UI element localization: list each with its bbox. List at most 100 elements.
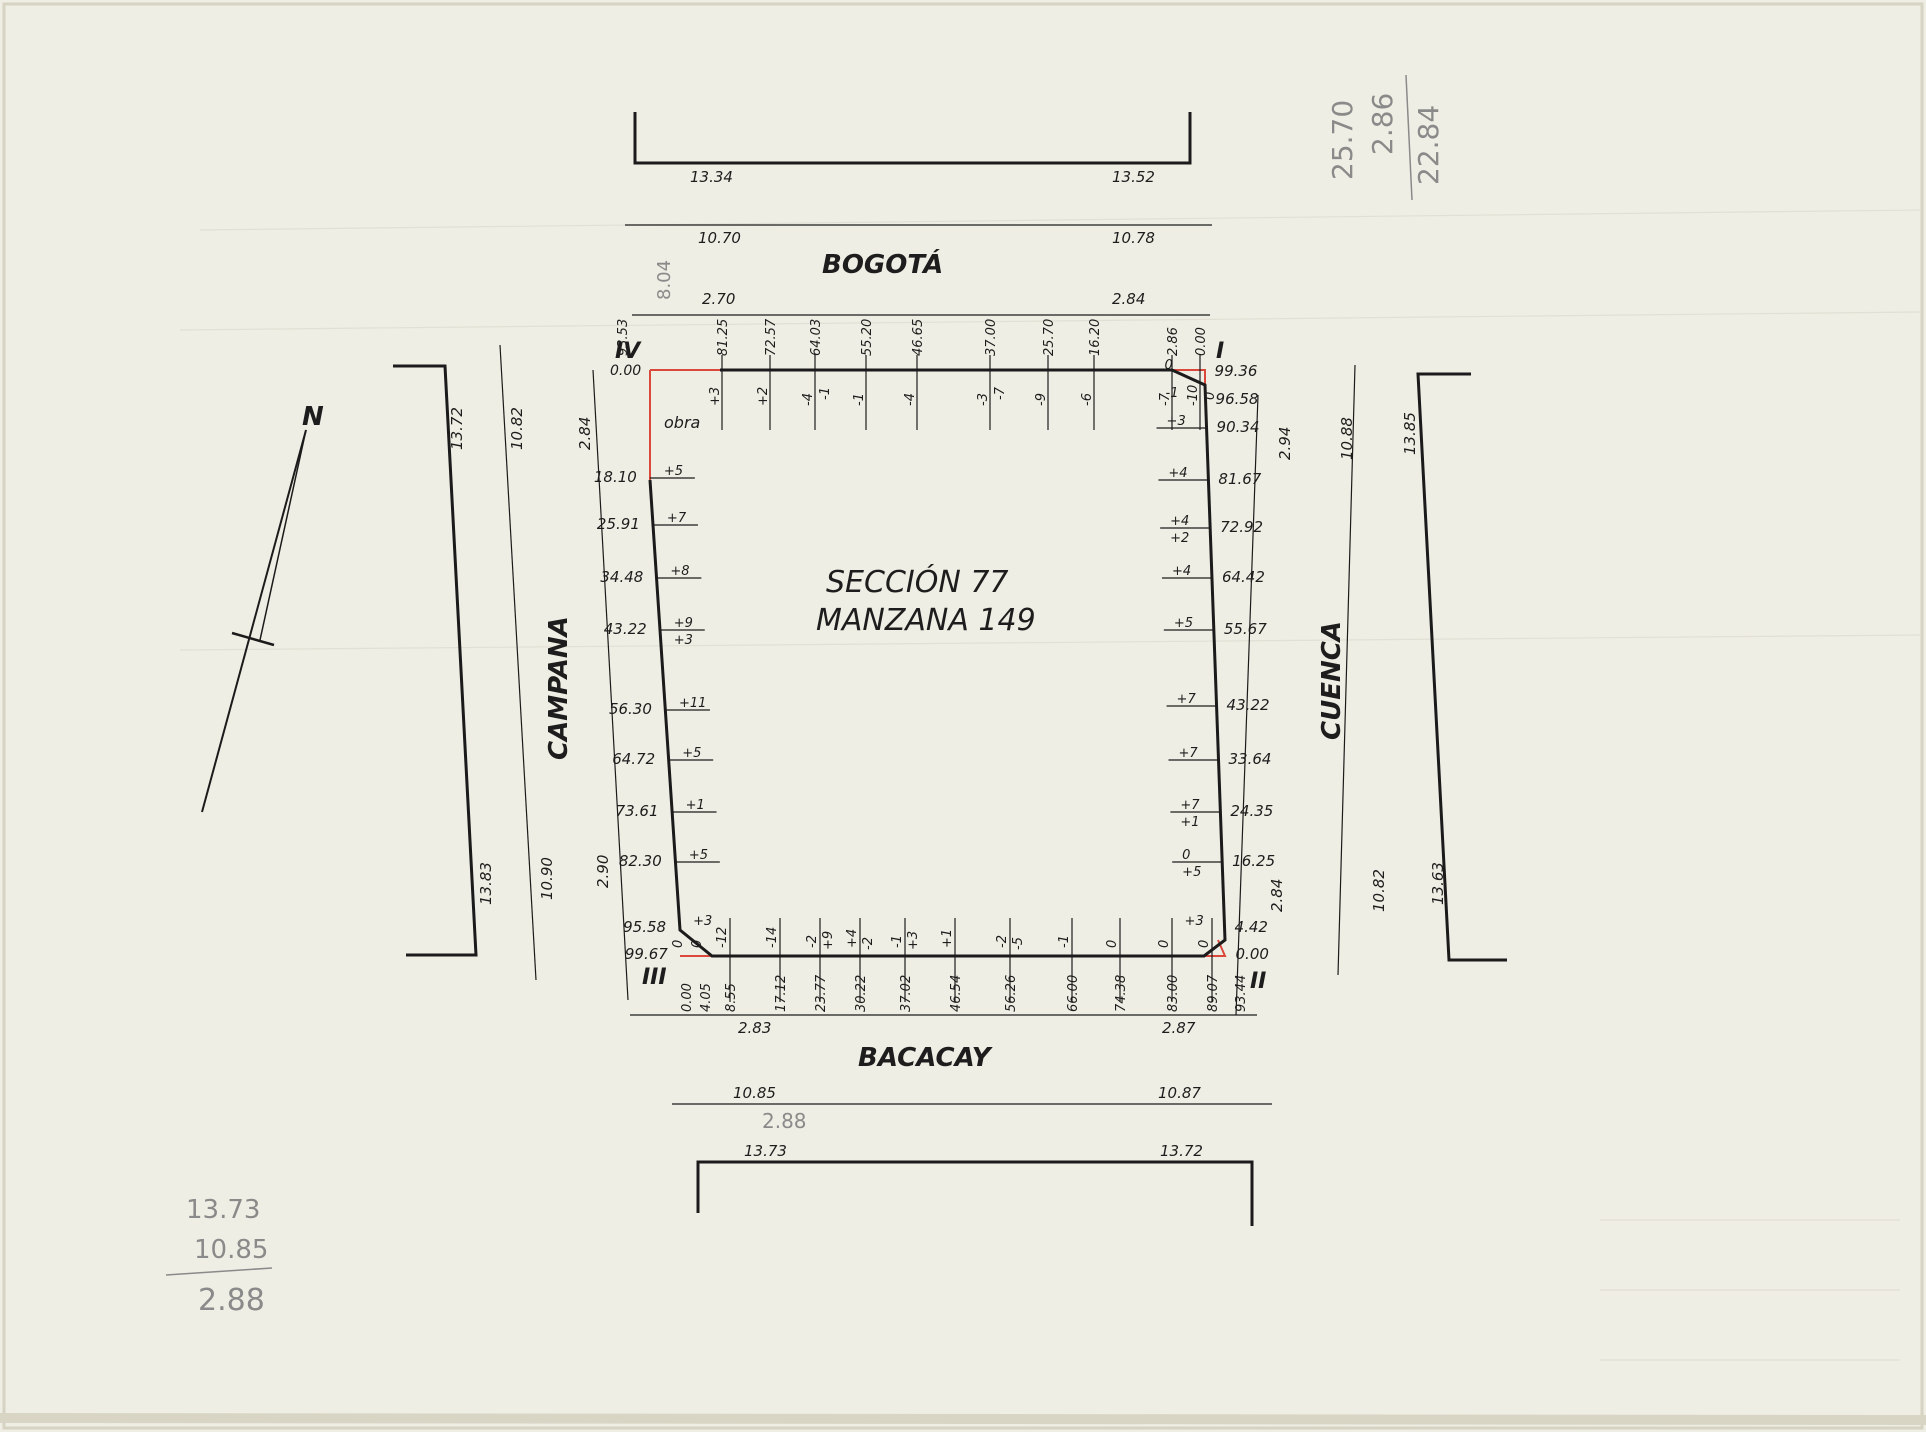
east-street-top: 10.88 [1338,417,1356,460]
north-arrow: N [201,402,324,813]
west-level: +3 [693,914,712,929]
east-walk-line [1235,394,1259,1016]
west-outer-top: 13.72 [448,407,466,450]
south-level-2: -5 [1011,937,1026,950]
east-level: +3 [1185,914,1204,929]
pencil-bl-3: 2.88 [198,1283,265,1318]
east-outer-bottom: 13.63 [1429,862,1447,905]
south-level: -12 [715,927,730,948]
south-distance: 74.38 [1114,975,1129,1012]
north-level: -10 [1186,385,1201,406]
north-outer-right: 13.52 [1112,168,1155,186]
north-level-2: -1 [818,387,833,400]
west-walk-bottom: 2.90 [594,855,612,888]
east-street-bottom: 10.82 [1370,869,1388,912]
south-level: 0 [690,940,705,948]
east-distance: 64.42 [1222,568,1265,586]
north-level: -1 [852,393,867,406]
street-name-bacacay: BACACAY [858,1043,994,1073]
pencil-bottom-left: 13.73 10.85 2.88 [165,1195,273,1318]
west-outer-bottom: 13.83 [477,862,495,905]
west-level: +11 [679,696,706,711]
north-distance: 16.20 [1088,319,1103,356]
east-level: +3 [1167,414,1186,429]
east-level-2: +5 [1182,865,1201,880]
pencil-tr-rule [1405,74,1413,201]
north-level: -3 [976,393,991,406]
south-street-right: 10.87 [1158,1084,1201,1102]
west-level: +5 [664,464,683,479]
east-outer-top: 13.85 [1401,412,1419,455]
north-level: -4 [801,393,816,406]
east-distance: 99.36 [1215,362,1258,380]
west-distance: 18.10 [594,468,637,486]
east-level: 0 [1182,848,1190,863]
east-level: +5 [1174,616,1193,631]
south-level: 0 [1157,940,1172,948]
south-level: -1 [1057,935,1072,948]
north-distance: 55.20 [860,319,875,356]
section-label: SECCIÓN 77 [826,563,1009,600]
south-distance: 8.55 [724,983,739,1012]
corner-III: III [642,965,667,990]
north-level: -4 [903,393,918,406]
west-side-measurements: 18.10+525.91+734.48+843.22+9+356.30+1164… [594,464,720,963]
north-distance: 37.00 [984,319,999,356]
block-outline [648,368,1227,958]
west-distance: 43.22 [604,620,647,638]
west-level-2: +3 [674,633,693,648]
west-level: +1 [686,798,705,813]
south-distance: 83.00 [1166,975,1181,1012]
north-level: +2 [756,387,771,406]
north-pencil-note: 8.04 [654,260,675,300]
north-walk-right: 2.84 [1112,290,1145,308]
north-level: -9 [1034,393,1049,406]
east-level: -1 [1166,386,1179,401]
north-level-2: 0 [1203,392,1218,400]
north-distance: 25.70 [1042,319,1057,356]
east-level-2: +1 [1180,815,1199,830]
south-level: +4 [845,929,860,948]
south-distance: 17.12 [774,975,789,1012]
street-name-campana: CAMPANA [544,616,574,760]
north-arrow-label: N [302,402,324,432]
east-outer-bracket [1416,372,1507,962]
north-distance: 72.57 [764,318,779,356]
south-level-2: -2 [861,937,876,950]
north-distance: 2.86 [1166,327,1181,356]
bleed-through [179,209,1921,1361]
west-walk-line [592,369,629,1001]
pencil-tr-1: 25.70 [1326,100,1359,180]
north-level-2: -7 [993,386,1008,400]
east-distance: 33.64 [1229,750,1272,768]
west-distance: 82.30 [619,852,662,870]
south-distance: 4.05 [699,983,714,1012]
west-distance: 56.30 [609,700,652,718]
west-level: +8 [670,564,689,579]
south-distance: 56.26 [1004,975,1019,1012]
west-street-line [499,344,537,981]
south-outer-right: 13.72 [1160,1142,1203,1160]
north-distance: 93.53 [616,319,631,356]
block-corner-red-ne [1172,369,1206,385]
east-distance: 96.58 [1216,390,1259,408]
pencil-top-right: 25.70 2.86 22.84 [1326,74,1445,201]
west-distance: 34.48 [600,568,643,586]
west-outer-bracket [393,364,478,957]
obra-label: obra [664,413,700,432]
north-street-left: 10.70 [698,229,741,247]
north-distance: 0.00 [1194,327,1209,356]
south-distance: 66.00 [1066,975,1081,1012]
north-level: -6 [1080,393,1095,406]
south-outer-bracket [696,1160,1254,1226]
paper-fold [0,1413,1926,1425]
south-distance: 23.77 [814,974,829,1012]
north-corner-zero: 0.00 [610,363,641,379]
east-distance: 90.34 [1217,418,1260,436]
south-level: 0 [1197,940,1212,948]
north-outer-bracket [633,112,1192,165]
